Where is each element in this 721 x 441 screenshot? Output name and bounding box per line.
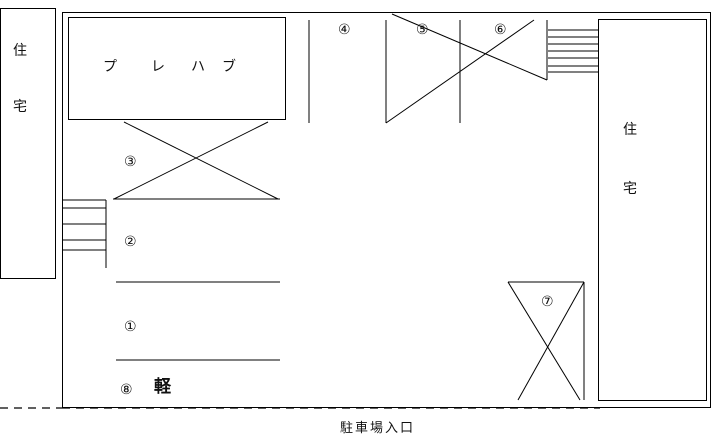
- house-left-char-1: 住: [13, 43, 27, 59]
- house-right-char-2: 宅: [623, 181, 637, 197]
- space-3-cross-a: [123, 121, 279, 200]
- house-left-char-2: 宅: [13, 99, 27, 115]
- space-3-cross-b: [113, 121, 269, 200]
- spaces-5-6-cross-b: [385, 19, 535, 124]
- space-1-label: ①: [124, 319, 137, 335]
- space-7-cross-a: [507, 281, 581, 401]
- space-7-cross-b: [517, 281, 585, 401]
- space-5-label: ⑤: [416, 22, 429, 38]
- spaces-5-6-cross-a: [391, 13, 548, 81]
- prefab-building: [68, 17, 286, 120]
- prefab-char-4: ブ: [222, 58, 236, 75]
- space-3-label: ③: [124, 154, 137, 170]
- entrance-label: 駐車場入口: [340, 421, 415, 436]
- left-stairs: [62, 199, 107, 268]
- space-3: ③: [113, 121, 280, 200]
- space-8-label: ⑧: [120, 382, 133, 398]
- house-right-outline: [598, 19, 707, 401]
- space-4-label: ④: [338, 22, 351, 38]
- space-6-label: ⑥: [494, 22, 507, 38]
- house-left-outline: [0, 8, 56, 279]
- space-2-label: ②: [124, 234, 137, 250]
- house-right-char-1: 住: [623, 122, 637, 138]
- space-7-label: ⑦: [541, 294, 554, 310]
- prefab-char-2: レ: [151, 59, 165, 75]
- prefab-char-3: ハ: [191, 59, 205, 75]
- right-stairs: [548, 29, 598, 73]
- space-7: ⑦: [507, 281, 585, 401]
- kei-label: 軽: [154, 376, 172, 397]
- prefab-char-1: プ: [103, 59, 117, 75]
